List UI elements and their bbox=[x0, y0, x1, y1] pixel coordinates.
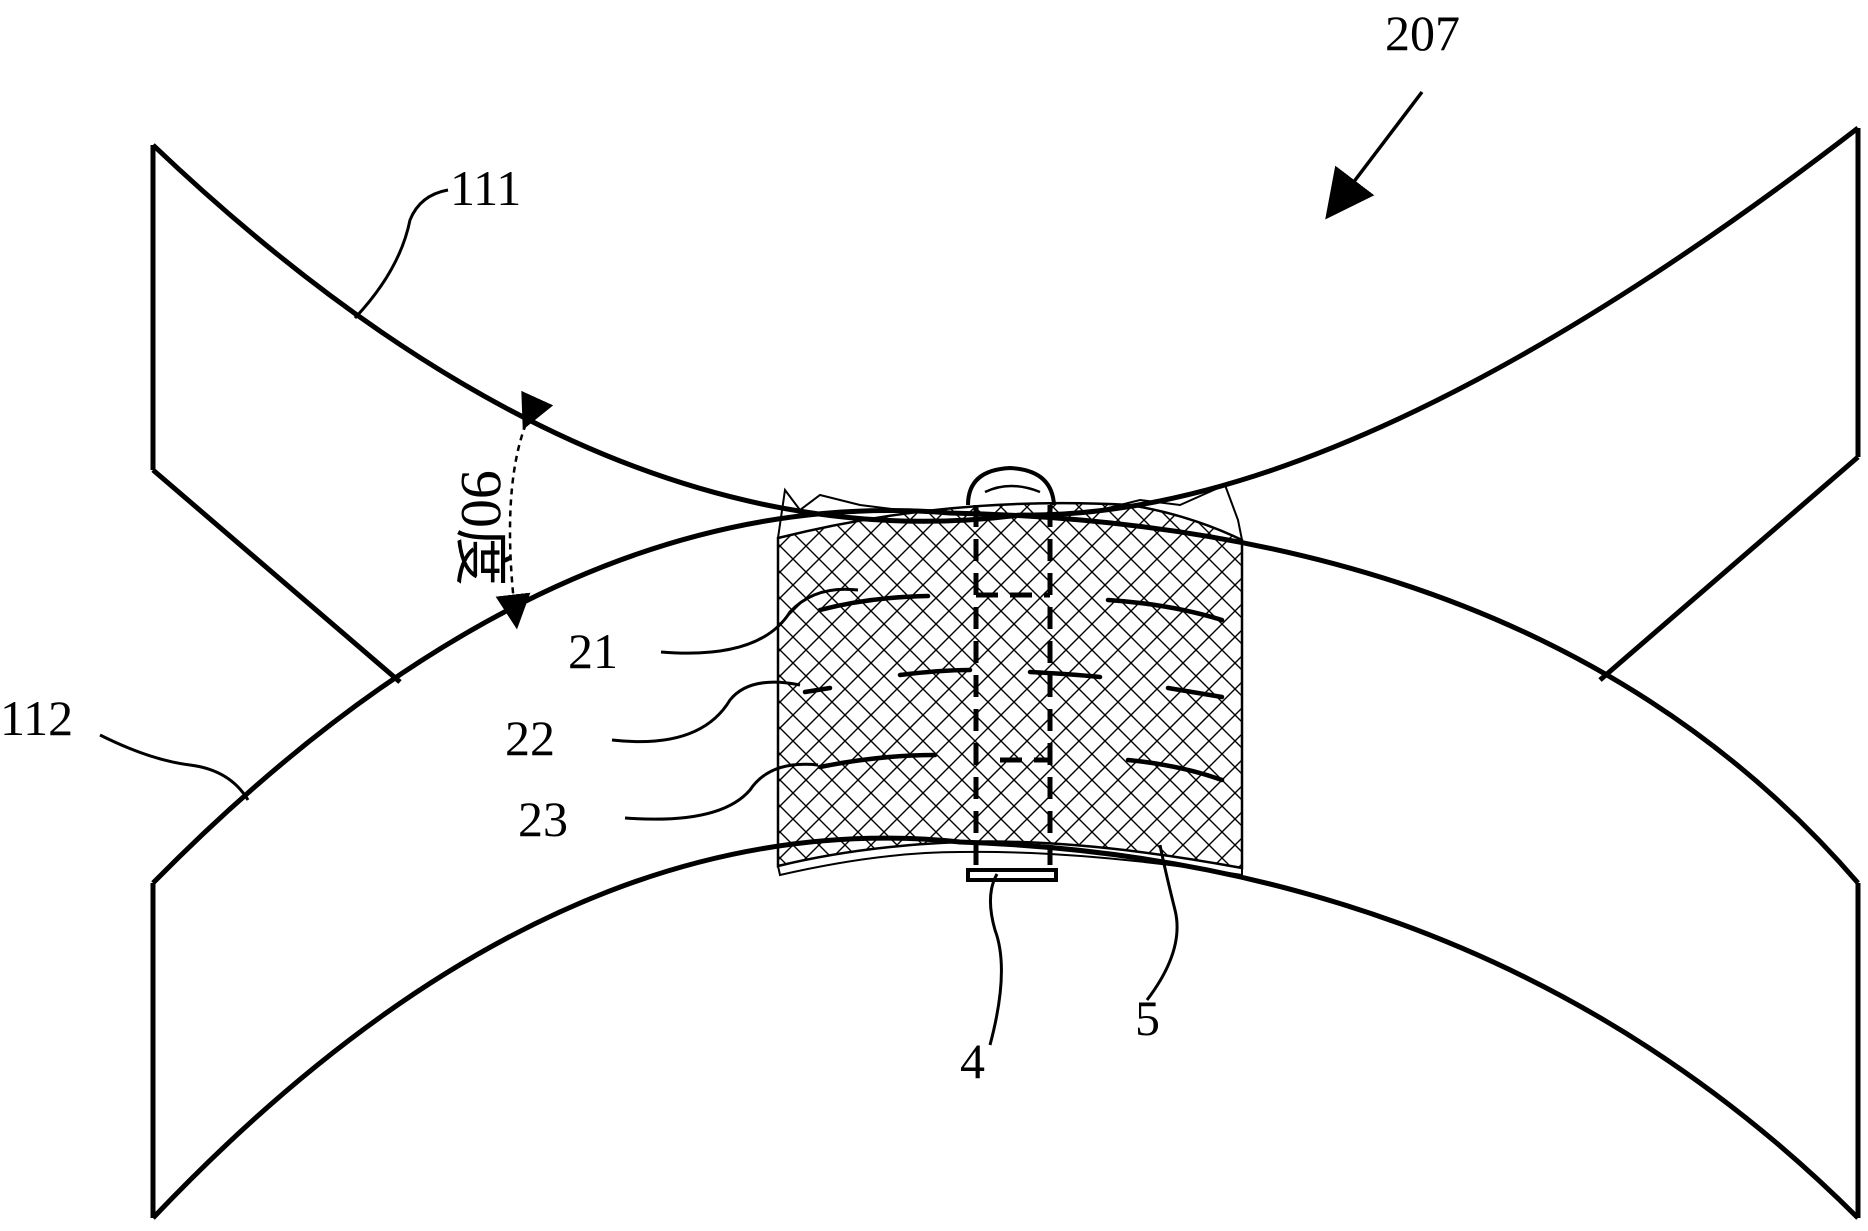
angle-label: 90度 bbox=[449, 470, 514, 586]
barb-rows bbox=[802, 593, 1225, 783]
label-22: 22 bbox=[505, 710, 555, 766]
label-111: 111 bbox=[450, 160, 521, 216]
angle-dimension bbox=[495, 390, 554, 630]
top-loop bbox=[966, 465, 1056, 506]
fixing-line bbox=[973, 505, 1053, 865]
label-5: 5 bbox=[1135, 990, 1160, 1046]
label-23: 23 bbox=[518, 791, 568, 847]
leader-lines bbox=[99, 188, 1179, 1046]
label-21: 21 bbox=[568, 623, 618, 679]
label-207: 207 bbox=[1385, 5, 1460, 61]
assembly-arrow bbox=[1325, 90, 1424, 220]
label-112: 112 bbox=[0, 690, 73, 746]
bottom-clip bbox=[966, 868, 1058, 882]
mesh-patch bbox=[776, 483, 1244, 877]
label-4: 4 bbox=[960, 1033, 985, 1089]
